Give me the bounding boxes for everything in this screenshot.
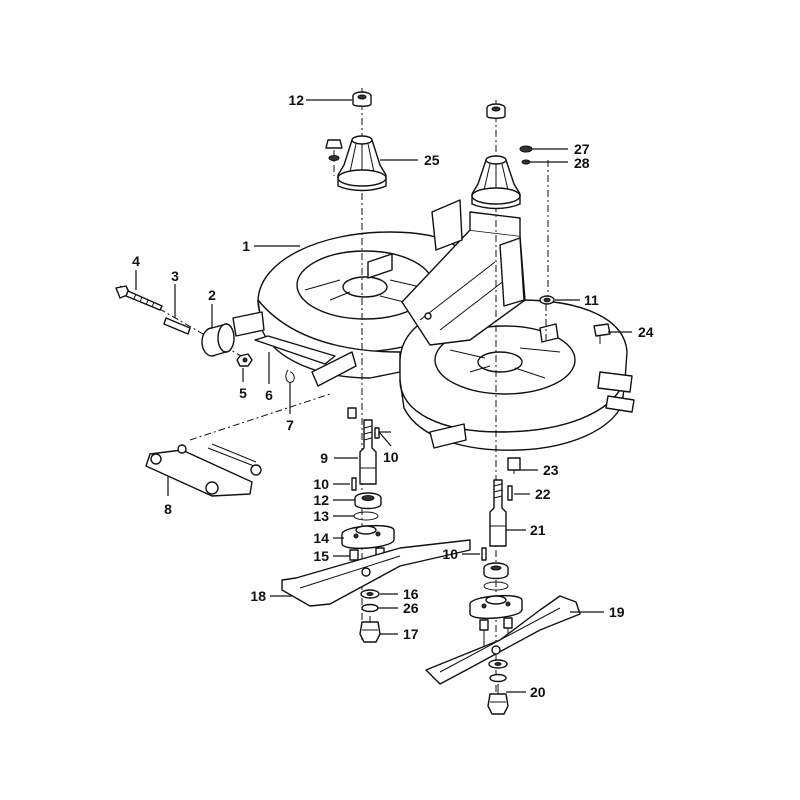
idler-pulley-2 <box>201 323 235 357</box>
callout-17: 17 <box>403 626 419 642</box>
bearing-top-right <box>486 103 506 119</box>
washer-28 <box>521 159 531 165</box>
bolts-right <box>479 617 513 648</box>
callout-20: 20 <box>530 684 546 700</box>
nut-5 <box>236 353 253 367</box>
callout-labels: 12 25 27 28 1 4 3 2 11 24 5 6 7 9 10 23 … <box>132 92 654 700</box>
spacer-3 <box>163 317 191 335</box>
blade-hub-14 <box>341 525 395 549</box>
callout-8: 8 <box>164 501 172 517</box>
callout-23: 23 <box>543 462 559 478</box>
callout-9: 9 <box>320 450 328 466</box>
callout-11: 11 <box>584 292 599 308</box>
key-10-right <box>481 547 487 561</box>
bolt-20 <box>487 684 509 715</box>
spindle-shaft-9 <box>359 419 377 485</box>
callout-19: 19 <box>609 604 625 620</box>
callout-25: 25 <box>424 152 440 168</box>
washer-16 <box>360 589 380 599</box>
bolt-23 <box>507 457 521 474</box>
spindle-shaft-21 <box>489 479 507 547</box>
callout-26: 26 <box>403 600 419 616</box>
callout-7: 7 <box>286 417 294 433</box>
bolt-4 <box>115 285 163 311</box>
tensioner-arm-8 <box>145 443 262 497</box>
callout-14: 14 <box>313 530 329 546</box>
bolt-17 <box>359 616 381 643</box>
callout-3: 3 <box>171 268 179 284</box>
circlip-13 <box>353 511 379 521</box>
spindle-housing-left <box>337 135 387 192</box>
callout-1: 1 <box>242 238 250 254</box>
spindle-housing-right <box>471 155 521 210</box>
washer-26 <box>361 603 379 613</box>
leader-lines <box>135 99 632 693</box>
callout-5: 5 <box>239 385 247 401</box>
bearing-top-left <box>352 91 372 107</box>
washer-27 <box>519 145 533 153</box>
callout-10-left: 10 <box>313 476 329 492</box>
bolt-24 <box>593 323 611 344</box>
callout-16: 16 <box>403 586 419 602</box>
callout-10-right: 10 <box>442 546 458 562</box>
key-10-left <box>351 477 357 491</box>
mower-deck-housing <box>232 199 635 451</box>
callout-22: 22 <box>535 486 551 502</box>
callout-12-lower: 12 <box>313 492 329 508</box>
key-10-upper <box>374 427 380 439</box>
bearing-lower-right <box>483 562 509 580</box>
nut-top-left <box>325 139 343 161</box>
callout-15: 15 <box>313 548 329 564</box>
blade-18 <box>281 539 471 607</box>
callout-18: 18 <box>250 588 266 604</box>
blade-hub-right <box>469 595 523 619</box>
nut-11 <box>539 295 555 305</box>
callout-10-upper: 10 <box>383 449 399 465</box>
clip-7 <box>285 369 295 383</box>
callout-2: 2 <box>208 287 216 303</box>
callout-13: 13 <box>313 508 329 524</box>
callout-28: 28 <box>574 155 590 171</box>
washers-right <box>488 659 508 683</box>
key-22 <box>507 485 513 501</box>
callout-4: 4 <box>132 253 140 269</box>
circlip-right <box>483 581 509 591</box>
bolt-lower-left <box>347 407 357 419</box>
callout-6: 6 <box>265 387 273 403</box>
callout-12-top: 12 <box>288 92 304 108</box>
blade-19 <box>425 595 581 685</box>
callout-27: 27 <box>574 141 590 157</box>
bearing-12-lower <box>354 492 382 510</box>
callout-21: 21 <box>530 522 546 538</box>
callout-24: 24 <box>638 324 654 340</box>
